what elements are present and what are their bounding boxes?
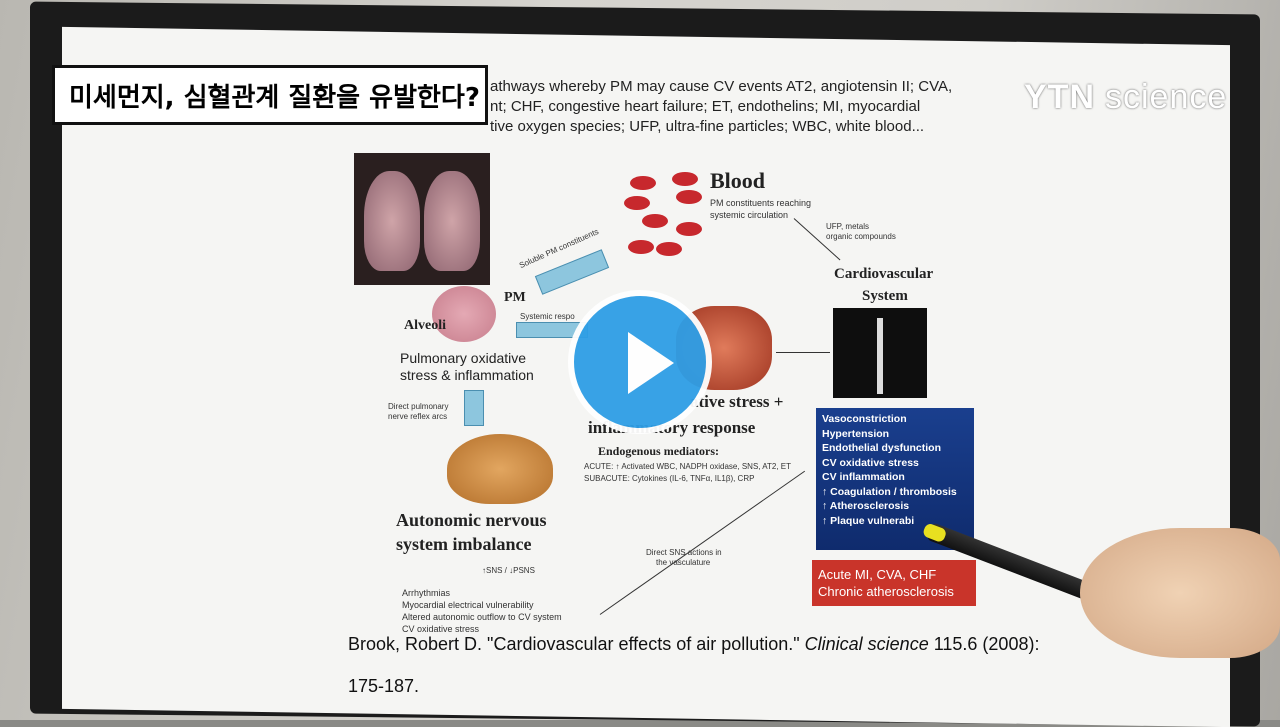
arrhythmias-2: Myocardial electrical vulnerability <box>402 600 534 610</box>
subacute-mediators: SUBACUTE: Cytokines (IL-6, TNFα, IL1β), … <box>584 474 755 483</box>
blood-cell <box>624 196 650 210</box>
pulmonary-label-2: stress & inflammation <box>400 367 534 383</box>
citation-journal: Clinical science <box>804 634 929 654</box>
blood-cell <box>642 214 668 228</box>
acute-mediators: ACUTE: ↑ Activated WBC, NADPH oxidase, S… <box>584 462 792 471</box>
logo-main: YTN <box>1024 78 1095 116</box>
blood-subtitle-1: PM constituents reaching <box>710 198 812 208</box>
cv-effects-box: Vasoconstriction Hypertension Endothelia… <box>816 408 974 550</box>
effect-item: Endothelial dysfunction <box>822 442 942 454</box>
blood-title: Blood <box>710 168 766 193</box>
down-arrow <box>464 390 484 426</box>
effect-item: CV inflammation <box>822 471 905 483</box>
autonomic-title-2: system imbalance <box>396 534 532 554</box>
citation-authors-title: Brook, Robert D. "Cardiovascular effects… <box>348 634 805 654</box>
video-caption: 미세먼지, 심혈관계 질환을 유발한다? <box>52 65 488 125</box>
pm-label: PM <box>504 290 526 305</box>
direct-pulmonary-1: Direct pulmonary <box>388 402 449 411</box>
sns-label: ↑SNS / ↓PSNS <box>482 566 535 575</box>
effect-item: Vasoconstriction <box>822 413 907 425</box>
pulmonary-label-1: Pulmonary oxidative <box>400 350 527 366</box>
cv-system-title-1: Cardiovascular <box>834 266 934 282</box>
direct-pulmonary-2: nerve reflex arcs <box>388 412 448 421</box>
systemic-label: Systemic respo <box>520 312 575 321</box>
cv-system-title-2: System <box>862 288 908 304</box>
outcome-line-1: Acute MI, CVA, CHF <box>818 567 937 582</box>
outcome-line-2: Chronic atherosclerosis <box>818 584 954 599</box>
citation-pages: 175-187. <box>348 676 420 696</box>
effect-item: CV oxidative stress <box>822 456 919 469</box>
direct-sns-1: Direct SNS actions in <box>646 548 722 557</box>
outcome-box: Acute MI, CVA, CHF Chronic atheroscleros… <box>812 560 976 606</box>
logo-sub: science <box>1105 78 1228 116</box>
presenter-hand <box>1080 528 1280 658</box>
blood-cell <box>676 190 702 204</box>
lung-image <box>354 153 490 285</box>
effect-item: ↑ Plaque vulnerabi <box>822 514 915 527</box>
autonomic-title-1: Autonomic nervous <box>396 510 547 530</box>
endogenous-mediators: Endogenous mediators: <box>598 444 720 458</box>
blood-subtitle-2: systemic circulation <box>710 210 789 220</box>
effect-item: ↑ Atherosclerosis <box>822 500 910 512</box>
blood-cell <box>672 172 698 186</box>
blood-cell <box>656 242 682 256</box>
slide-header-line2: nt; CHF, congestive heart failure; ET, e… <box>490 98 921 115</box>
arrow-line <box>776 352 830 353</box>
alveoli-image <box>432 286 496 342</box>
blood-cell <box>630 176 656 190</box>
play-button[interactable] <box>568 290 712 434</box>
alveoli-label: Alveoli <box>404 318 446 333</box>
blood-cell <box>676 222 702 236</box>
slide-header-line3: tive oxygen species; UFP, ultra-fine par… <box>490 118 925 135</box>
direct-sns-2: the vasculature <box>656 558 711 567</box>
citation-line-1: Brook, Robert D. "Cardiovascular effects… <box>348 634 1039 655</box>
effect-item: ↑ Coagulation / thrombosis <box>822 485 957 498</box>
citation-volume: 115.6 (2008): <box>928 634 1040 654</box>
channel-logo: YTN science <box>1024 78 1227 117</box>
brain-image <box>447 434 553 504</box>
effect-item: Hypertension <box>822 427 890 440</box>
slide-header-line1: athways whereby PM may cause CV events A… <box>490 78 953 95</box>
angiogram-image <box>833 308 927 398</box>
arrhythmias-4: CV oxidative stress <box>402 624 480 634</box>
blood-cell <box>628 240 654 254</box>
arrhythmias-3: Altered autonomic outflow to CV system <box>402 612 562 622</box>
ufp-label-1: UFP, metals <box>826 222 869 231</box>
ufp-label-2: organic compounds <box>826 232 896 241</box>
oxidative-stress-title-1: ative stress + <box>690 392 784 411</box>
arrhythmias-1: Arrhythmias <box>402 588 451 598</box>
